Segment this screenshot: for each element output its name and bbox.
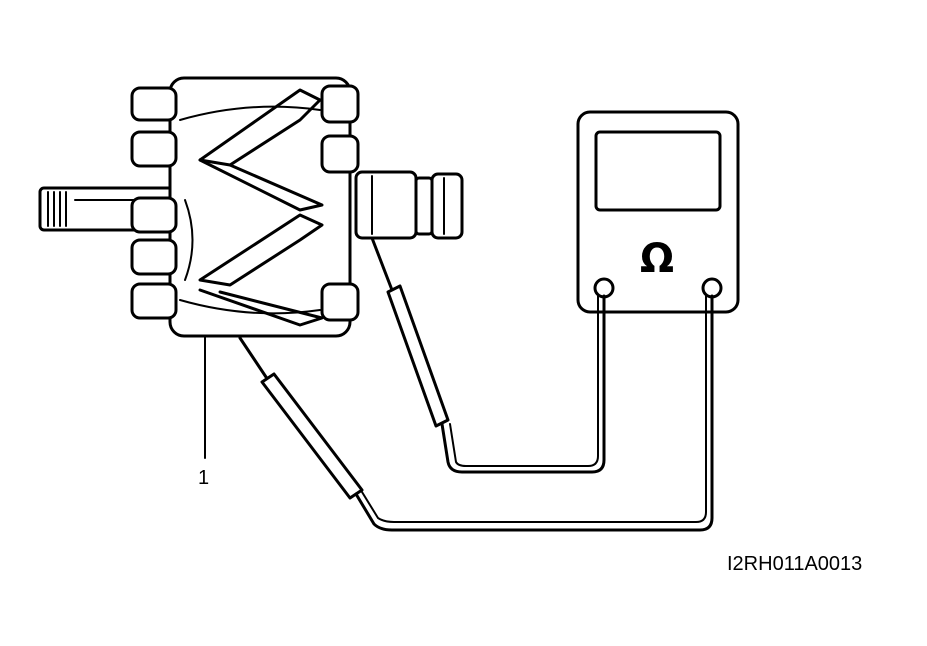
ohm-symbol: Ω [640,236,674,282]
meter-display [594,130,722,212]
meter-terminal-right [701,277,723,299]
callout-number: 1 [198,467,209,489]
figure-code: I2RH011A0013 [727,553,862,575]
callout-1: 1 [198,335,209,489]
probe-lower [238,294,714,532]
meter-terminal-left [593,277,615,299]
slip-rings [354,170,464,240]
ohmmeter: Ω [576,110,740,314]
rotor-body [130,76,360,338]
probe-upper [370,236,606,474]
